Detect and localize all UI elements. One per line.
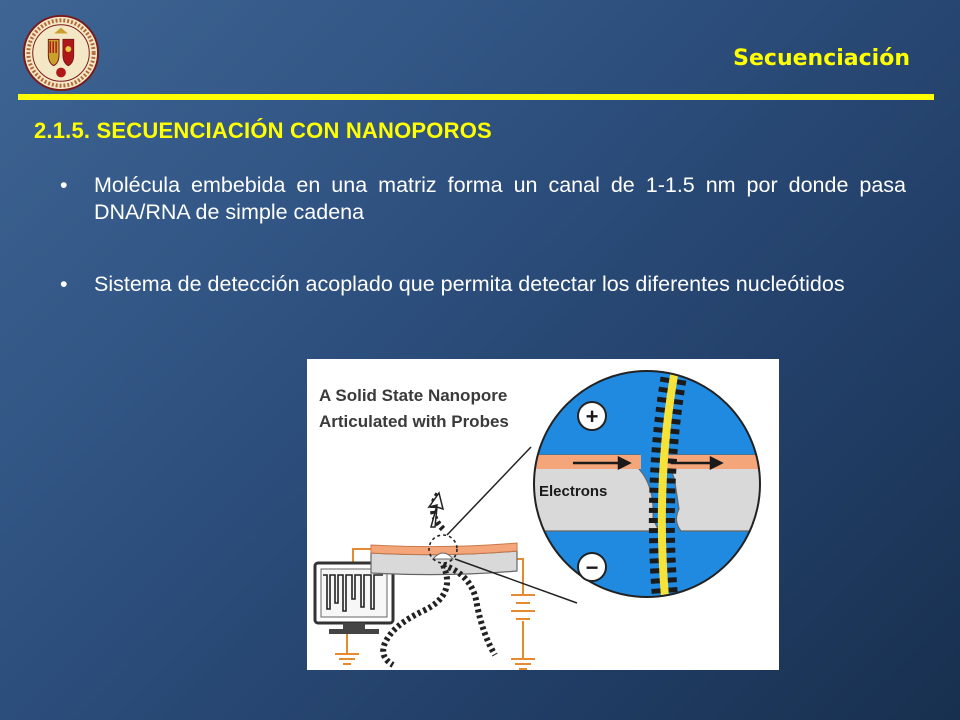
battery-icon — [511, 594, 535, 620]
header-title: Secuenciación — [733, 46, 910, 71]
plus-sign: + — [586, 404, 599, 429]
nanopore-figure: A Solid State Nanopore Articulated with … — [307, 359, 779, 670]
zoom-line — [446, 446, 532, 536]
header-divider — [18, 94, 934, 100]
bullet-item: • Molécula embebida en una matriz forma … — [60, 172, 906, 226]
dna-strand — [380, 563, 450, 668]
direction-arrow-icon — [427, 491, 445, 528]
negative-electrode-icon — [577, 552, 607, 582]
membrane — [370, 542, 518, 576]
zoom-line — [454, 558, 578, 604]
bullet-list: • Molécula embebida en una matriz forma … — [60, 172, 906, 343]
figure-title-line2: Articulated with Probes — [319, 412, 509, 431]
bullet-item: • Sistema de detección acoplado que perm… — [60, 271, 906, 298]
bullet-text: Molécula embebida en una matriz forma un… — [94, 173, 906, 224]
zoom-marker — [428, 534, 458, 564]
section-title: 2.1.5. SECUENCIACIÓN CON NANOPOROS — [34, 118, 492, 143]
bullet-marker: • — [60, 173, 68, 197]
bullet-marker: • — [60, 272, 68, 296]
electrons-label: Electrons — [539, 483, 607, 500]
dna-strand — [441, 562, 498, 657]
ground-icon — [335, 653, 535, 670]
figure-title-line1: A Solid State Nanopore — [319, 386, 507, 405]
bullet-text: Sistema de detección acoplado que permit… — [94, 272, 845, 296]
monitor-icon — [313, 561, 395, 634]
university-logo-icon — [22, 14, 100, 92]
minus-sign: − — [586, 555, 599, 580]
positive-electrode-icon — [577, 401, 607, 431]
